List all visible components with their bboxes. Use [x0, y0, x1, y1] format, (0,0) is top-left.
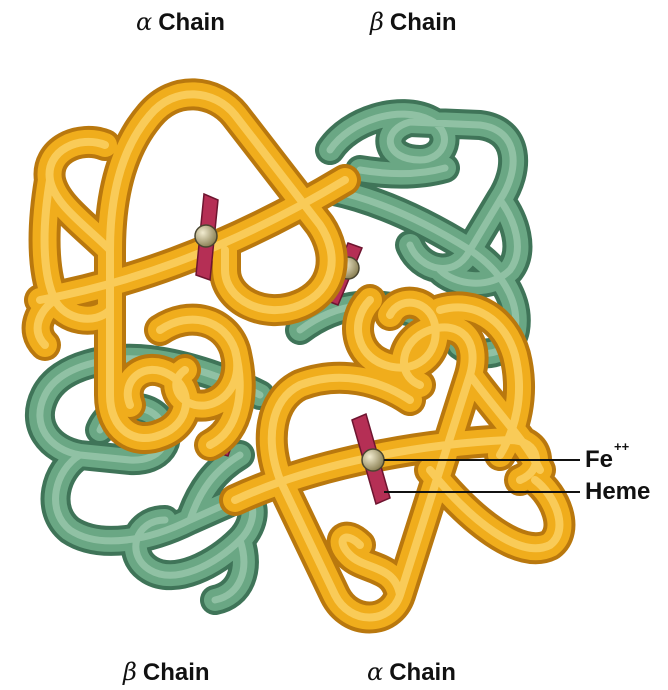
heme-label-text: Heme: [585, 478, 650, 505]
chain-label-text: Chain: [389, 659, 456, 686]
alpha-symbol: α: [367, 658, 383, 686]
chain-label-text: Chain: [143, 659, 210, 686]
alpha-chain-bottom-right: [235, 300, 559, 618]
beta-symbol: β: [123, 658, 137, 686]
iron-atom: [362, 449, 384, 471]
iron-label: Fe++: [585, 448, 629, 472]
chain-label-text: Chain: [390, 9, 457, 36]
chain-label-text: Chain: [158, 9, 225, 36]
iron-charge-superscript: ++: [614, 439, 629, 454]
heme-label: Heme: [585, 480, 650, 504]
alpha-symbol: α: [136, 8, 152, 36]
iron-label-text: Fe: [585, 446, 613, 473]
beta-symbol: β: [370, 8, 384, 36]
